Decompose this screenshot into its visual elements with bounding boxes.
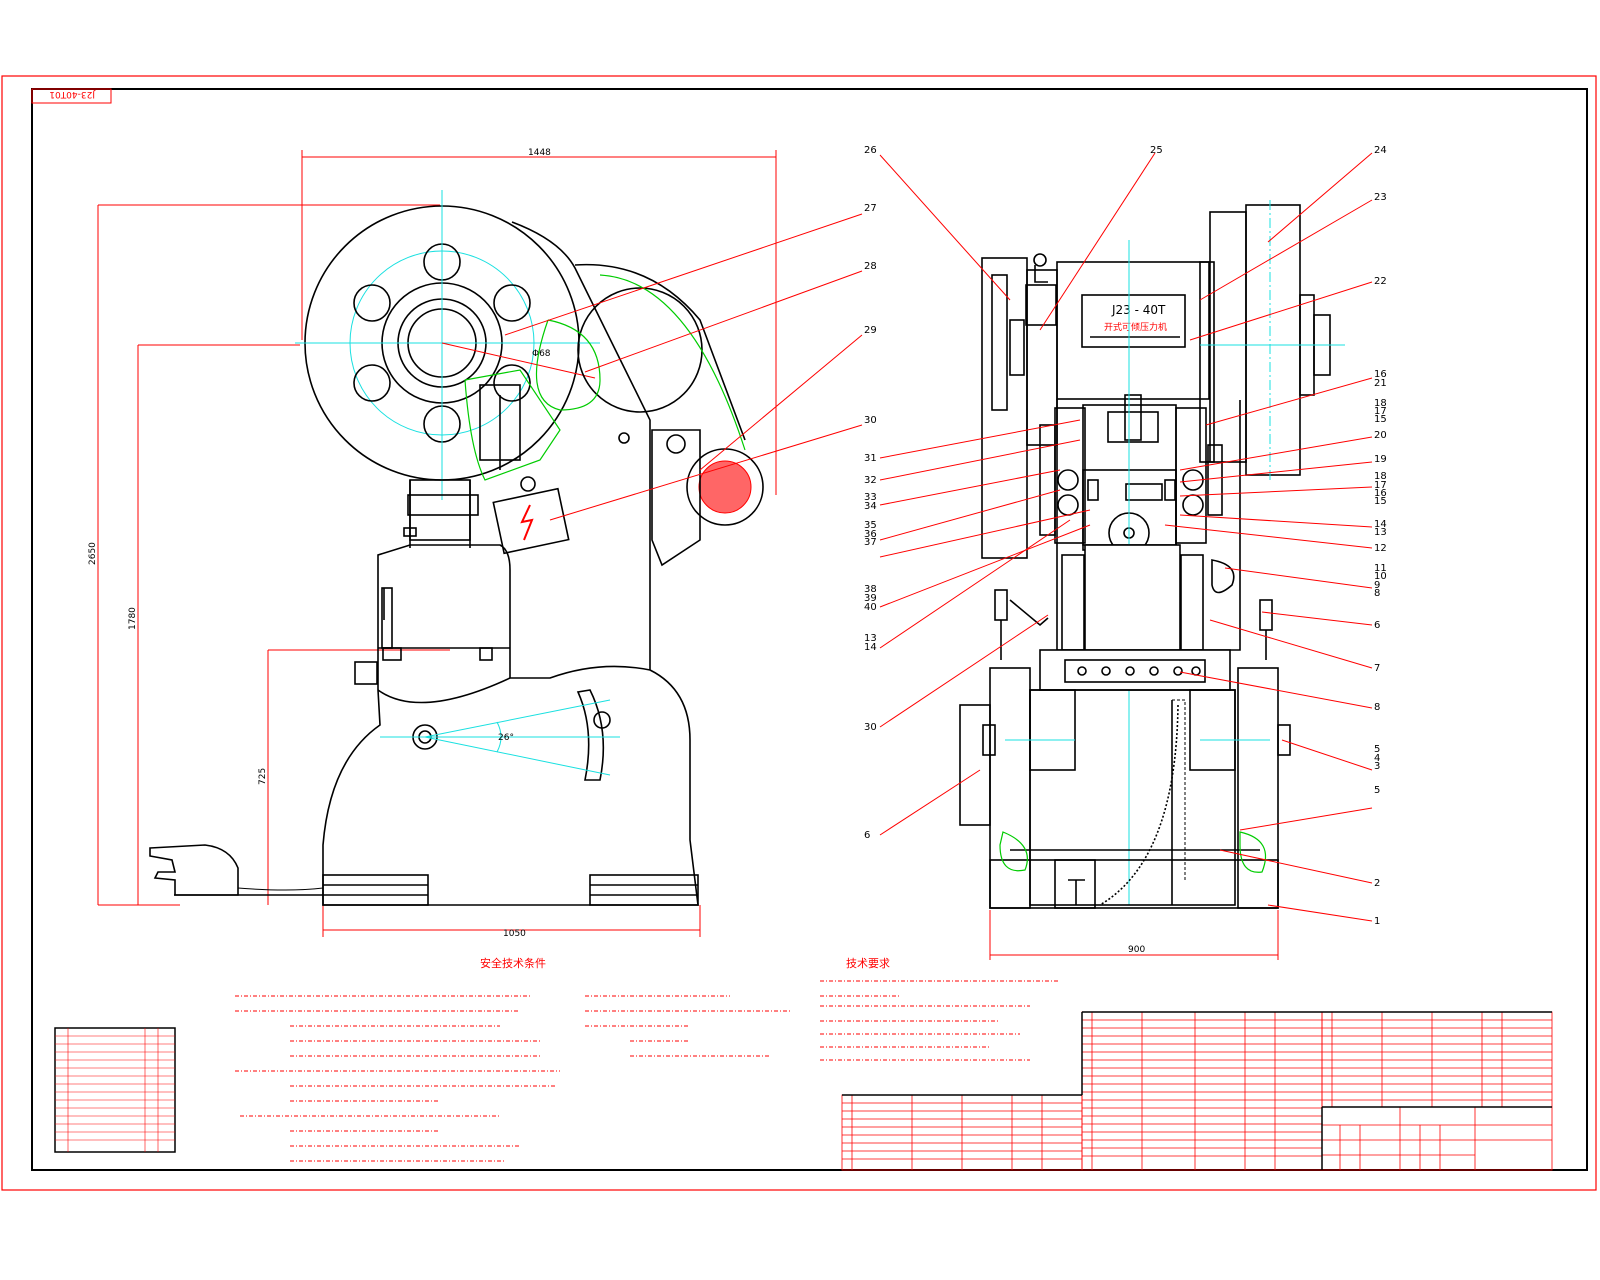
dim-base-width-front: 900 — [1128, 945, 1145, 955]
balloon-16b: 16 — [1374, 488, 1387, 499]
balloon-10: 10 — [1374, 571, 1387, 582]
balloon-27: 27 — [864, 203, 877, 214]
balloon-36: 36 — [864, 529, 877, 540]
balloon-34: 34 — [864, 501, 877, 512]
balloon-30-left: 30 — [864, 722, 877, 733]
balloon-30: 30 — [864, 415, 877, 426]
balloon-5a: 5 — [1374, 744, 1380, 755]
dim-base-width-side: 1050 — [503, 929, 526, 939]
balloon-33: 33 — [864, 492, 877, 503]
outer-frame — [1, 75, 1597, 1191]
nameplate-subtitle: 开式可倾压力机 — [1104, 321, 1167, 333]
balloon-19: 19 — [1374, 454, 1387, 465]
balloon-18a: 18 — [1374, 398, 1387, 409]
dim-overall-height: 2650 — [88, 542, 98, 565]
front-view: J23 - 40T 开式可倾压力机 — [864, 145, 1387, 960]
balloon-17b: 17 — [1374, 480, 1387, 491]
balloon-39: 39 — [864, 593, 877, 604]
corner-code: J23-40T01 — [49, 89, 96, 99]
balloon-22: 22 — [1374, 276, 1387, 287]
balloon-14: 14 — [1374, 519, 1387, 530]
balloon-14-left: 14 — [864, 642, 877, 653]
dim-overall-width: 1448 — [528, 148, 551, 158]
balloon-37: 37 — [864, 537, 877, 548]
balloon-24: 24 — [1374, 145, 1387, 156]
balloon-17a: 17 — [1374, 406, 1387, 417]
balloon-35: 35 — [864, 520, 877, 531]
balloon-25: 25 — [1150, 145, 1163, 156]
balloon-20: 20 — [1374, 430, 1387, 441]
balloon-8a: 8 — [1374, 588, 1380, 599]
balloon-11: 11 — [1374, 563, 1387, 574]
balloon-7: 7 — [1374, 663, 1380, 674]
balloon-13-left: 13 — [864, 633, 877, 644]
balloon-23: 23 — [1374, 192, 1387, 203]
balloon-26: 26 — [864, 145, 877, 156]
balloon-32: 32 — [864, 475, 877, 486]
balloon-38: 38 — [864, 584, 877, 595]
balloon-40: 40 — [864, 602, 877, 613]
dim-table-height: 725 — [258, 768, 268, 785]
safety-title: 安全技术条件 — [480, 956, 546, 970]
left-balloons: 26 25 31 32 33 34 35 36 37 38 39 40 13 1… — [864, 145, 1163, 841]
balloon-21: 21 — [1374, 378, 1387, 389]
balloon-3: 3 — [1374, 761, 1380, 772]
side-view: 1448 2650 1780 725 1050 Φ68 — [88, 148, 877, 939]
balloon-12: 12 — [1374, 543, 1387, 554]
balloon-4: 4 — [1374, 753, 1380, 764]
balloon-31: 31 — [864, 453, 877, 464]
balloon-18b: 18 — [1374, 471, 1387, 482]
right-balloons: 24 23 22 16 21 18 17 15 20 19 18 17 16 1… — [1164, 145, 1387, 927]
nameplate-model: J23 - 40T — [1111, 303, 1166, 317]
balloon-5b: 5 — [1374, 785, 1380, 796]
balloon-9: 9 — [1374, 580, 1380, 591]
title-block — [841, 1011, 1553, 1171]
balloon-13: 13 — [1374, 527, 1387, 538]
corner-code-box — [31, 88, 112, 104]
dim-shaft-height: 1780 — [128, 607, 138, 630]
balloon-28: 28 — [864, 261, 877, 272]
notes-area: 安全技术条件 技术要求 — [54, 956, 1060, 1162]
balloon-2: 2 — [1374, 878, 1380, 889]
balloon-16: 16 — [1374, 369, 1387, 380]
balloon-15b: 15 — [1374, 496, 1387, 507]
balloon-8b: 8 — [1374, 702, 1380, 713]
balloon-6a: 6 — [1374, 620, 1380, 631]
tech-title: 技术要求 — [846, 957, 890, 970]
balloon-15a: 15 — [1374, 414, 1387, 425]
label-bore: Φ68 — [532, 349, 551, 359]
balloon-29: 29 — [864, 325, 877, 336]
label-tilt-angle: 26° — [498, 733, 514, 743]
balloon-6-left: 6 — [864, 830, 870, 841]
balloon-1: 1 — [1374, 916, 1380, 927]
inner-frame — [31, 88, 1588, 1171]
